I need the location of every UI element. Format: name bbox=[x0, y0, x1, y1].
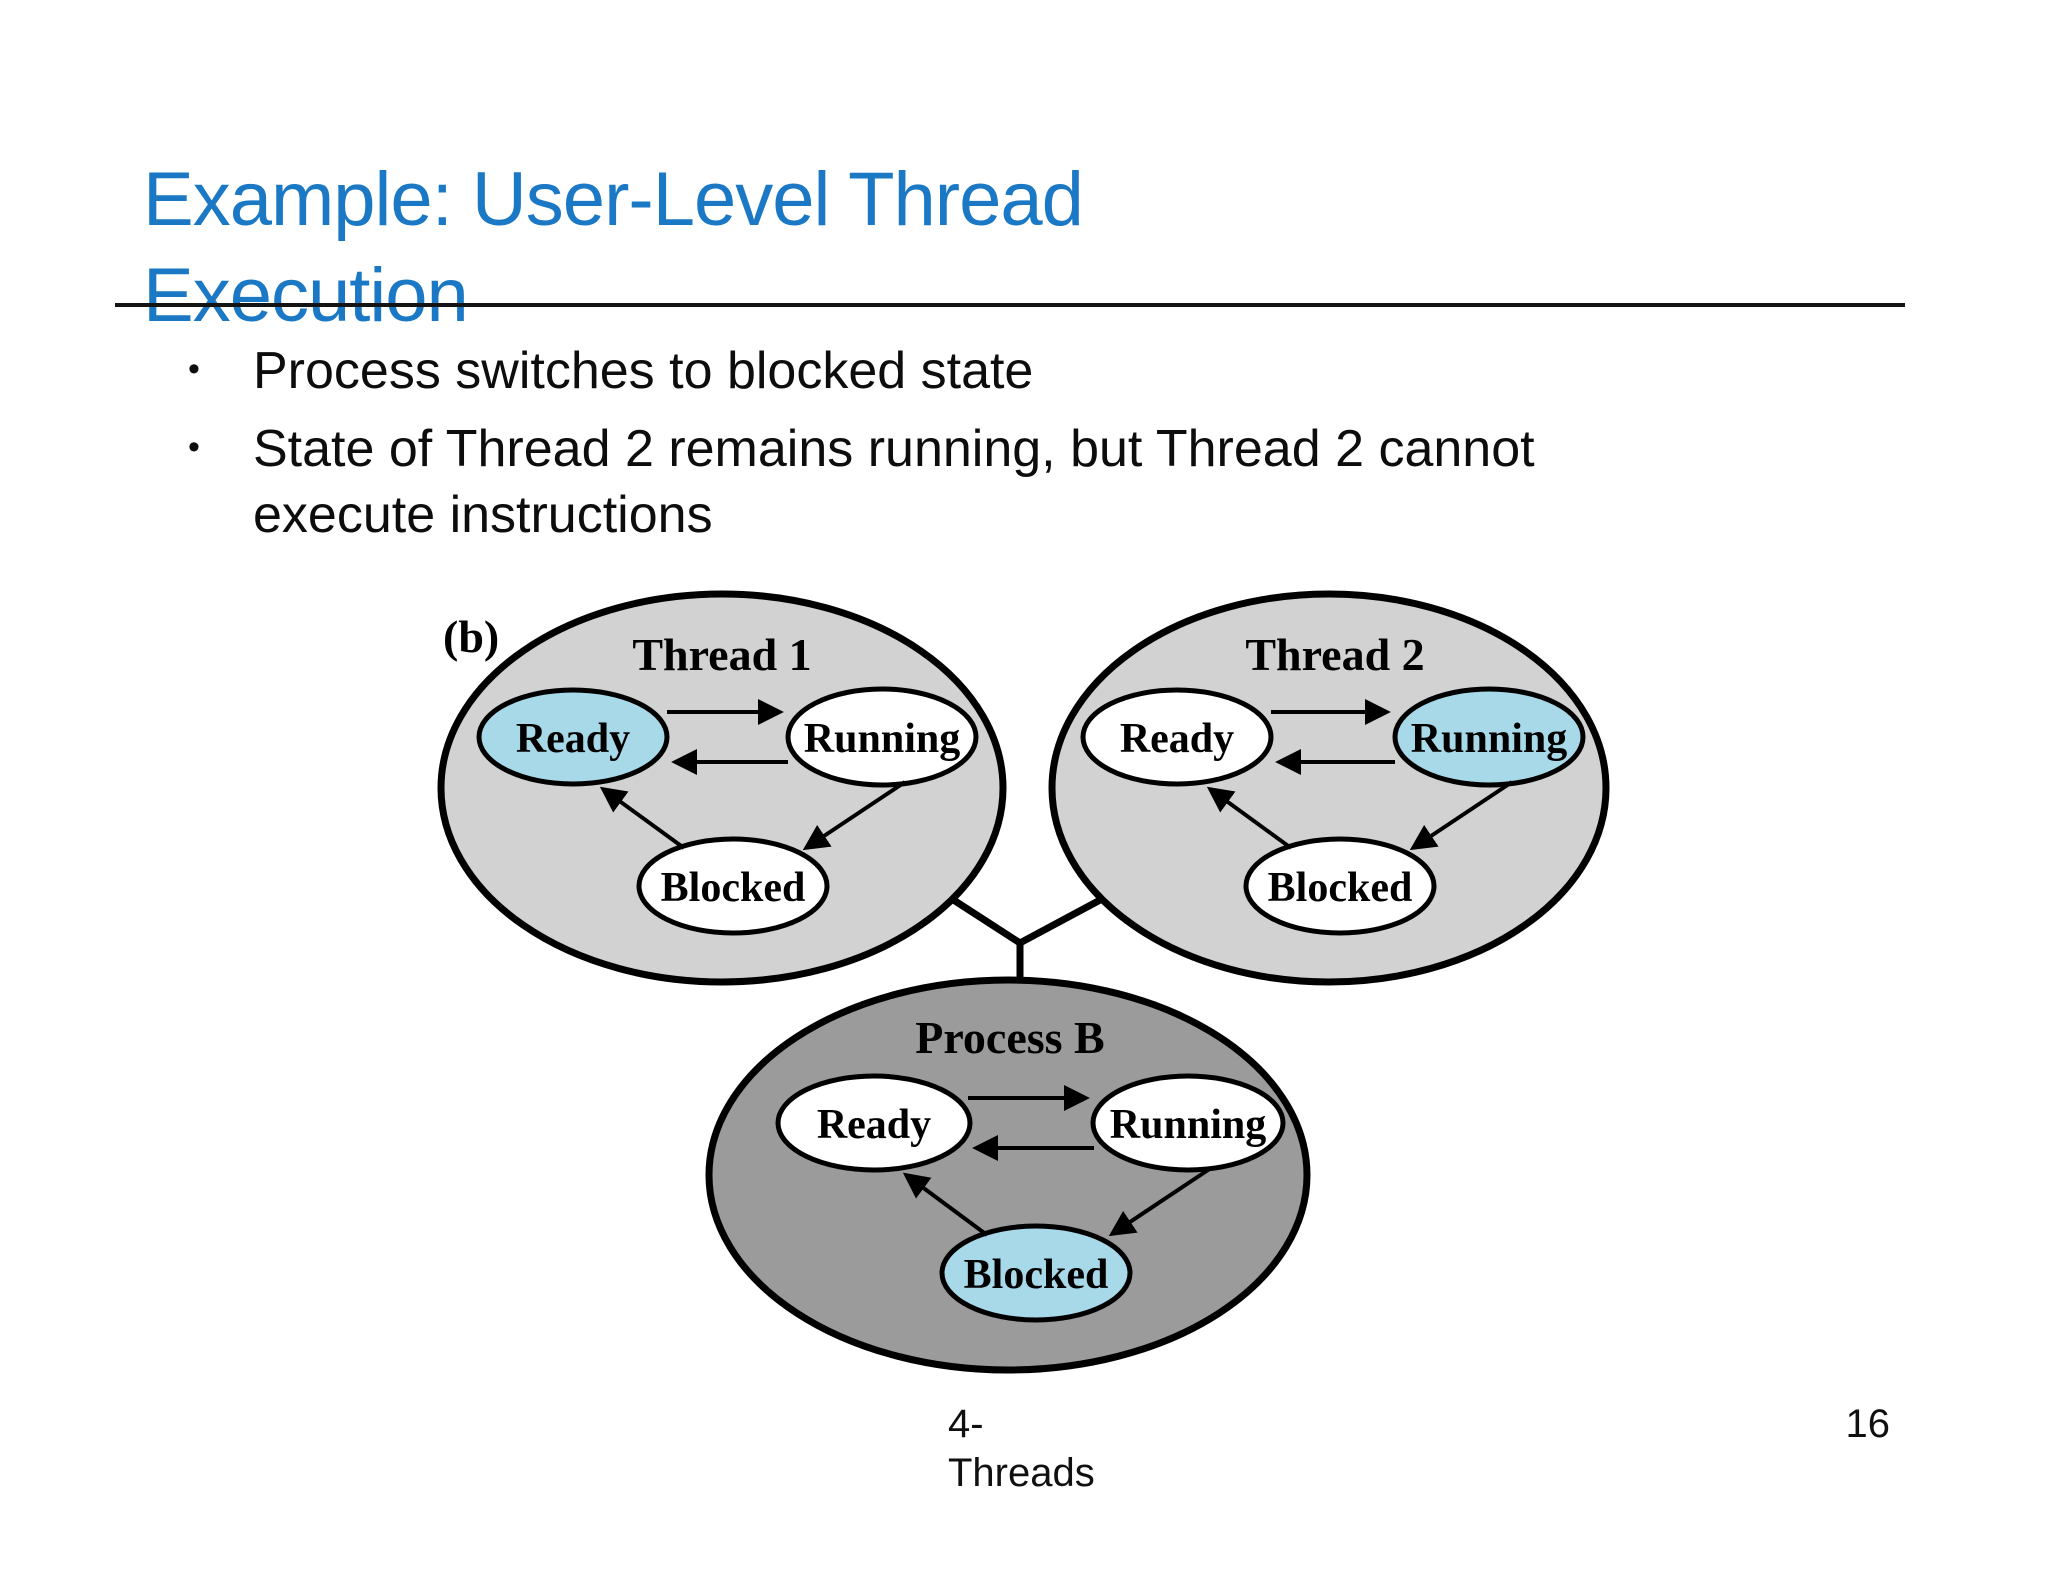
state-ready-label: Ready bbox=[817, 1102, 931, 1148]
state-ready bbox=[775, 1073, 973, 1173]
state-running-label: Running bbox=[1110, 1102, 1266, 1148]
state-ready-label: Ready bbox=[1120, 716, 1234, 762]
page-title-line2: Execution bbox=[143, 253, 469, 338]
bullet-icon: • bbox=[188, 428, 200, 466]
figure-group-thread-1: Thread 1 Ready Running Blocked bbox=[437, 590, 1007, 986]
state-ready bbox=[476, 687, 670, 787]
arrow-running-to-blocked bbox=[1108, 1166, 1213, 1237]
state-running bbox=[785, 686, 979, 788]
arrow-blocked-to-ready bbox=[1206, 786, 1293, 850]
state-blocked-label: Blocked bbox=[661, 865, 806, 911]
bullet-list: • Process switches to blocked state • St… bbox=[188, 338, 1808, 560]
state-running bbox=[1090, 1073, 1286, 1173]
state-blocked bbox=[636, 836, 830, 936]
state-ready bbox=[1080, 687, 1274, 787]
page-title: Example: User-Level Thread Execution bbox=[143, 152, 1084, 344]
arrow-blocked-to-ready bbox=[599, 786, 686, 850]
bullet-text-line: execute instructions bbox=[253, 486, 713, 544]
process-b-label: Process B bbox=[915, 1012, 1105, 1063]
footer-line1: 4- bbox=[948, 1402, 984, 1446]
bullet-item: • State of Thread 2 remains running, but… bbox=[188, 416, 1808, 548]
footer-line2: Threads bbox=[948, 1451, 1095, 1495]
bullet-text-line: State of Thread 2 remains running, but T… bbox=[253, 420, 1535, 478]
state-blocked-label: Blocked bbox=[1268, 865, 1413, 911]
arrow-blocked-to-ready bbox=[902, 1172, 989, 1237]
thread-2-label: Thread 2 bbox=[1245, 629, 1424, 680]
state-blocked bbox=[939, 1223, 1133, 1323]
connector-y bbox=[950, 895, 1104, 985]
footer-slide-label: 4- Threads bbox=[948, 1400, 1095, 1498]
figure-caption: (b) bbox=[443, 611, 499, 662]
state-ready-label: Ready bbox=[516, 716, 630, 762]
figure-group-process-b: Process B Ready Running Blocked bbox=[705, 976, 1311, 1374]
thread-1-label: Thread 1 bbox=[632, 629, 811, 680]
state-blocked bbox=[1243, 836, 1437, 936]
bullet-item: • Process switches to blocked state bbox=[188, 338, 1808, 404]
page-title-line1: Example: User-Level Thread bbox=[143, 157, 1084, 242]
state-blocked-label: Blocked bbox=[964, 1252, 1109, 1298]
title-divider-line bbox=[115, 303, 1905, 307]
state-running-label: Running bbox=[1411, 716, 1567, 762]
arrow-running-to-blocked bbox=[1409, 780, 1514, 851]
bullet-text-line: Process switches to blocked state bbox=[253, 342, 1034, 400]
figure-group-thread-2: Thread 2 Ready Running Blocked bbox=[1048, 590, 1610, 986]
state-running-label: Running bbox=[804, 716, 960, 762]
page-number: 16 bbox=[1845, 1402, 1891, 1446]
state-running bbox=[1392, 686, 1586, 788]
bullet-icon: • bbox=[188, 350, 200, 388]
arrow-running-to-blocked bbox=[802, 780, 907, 851]
